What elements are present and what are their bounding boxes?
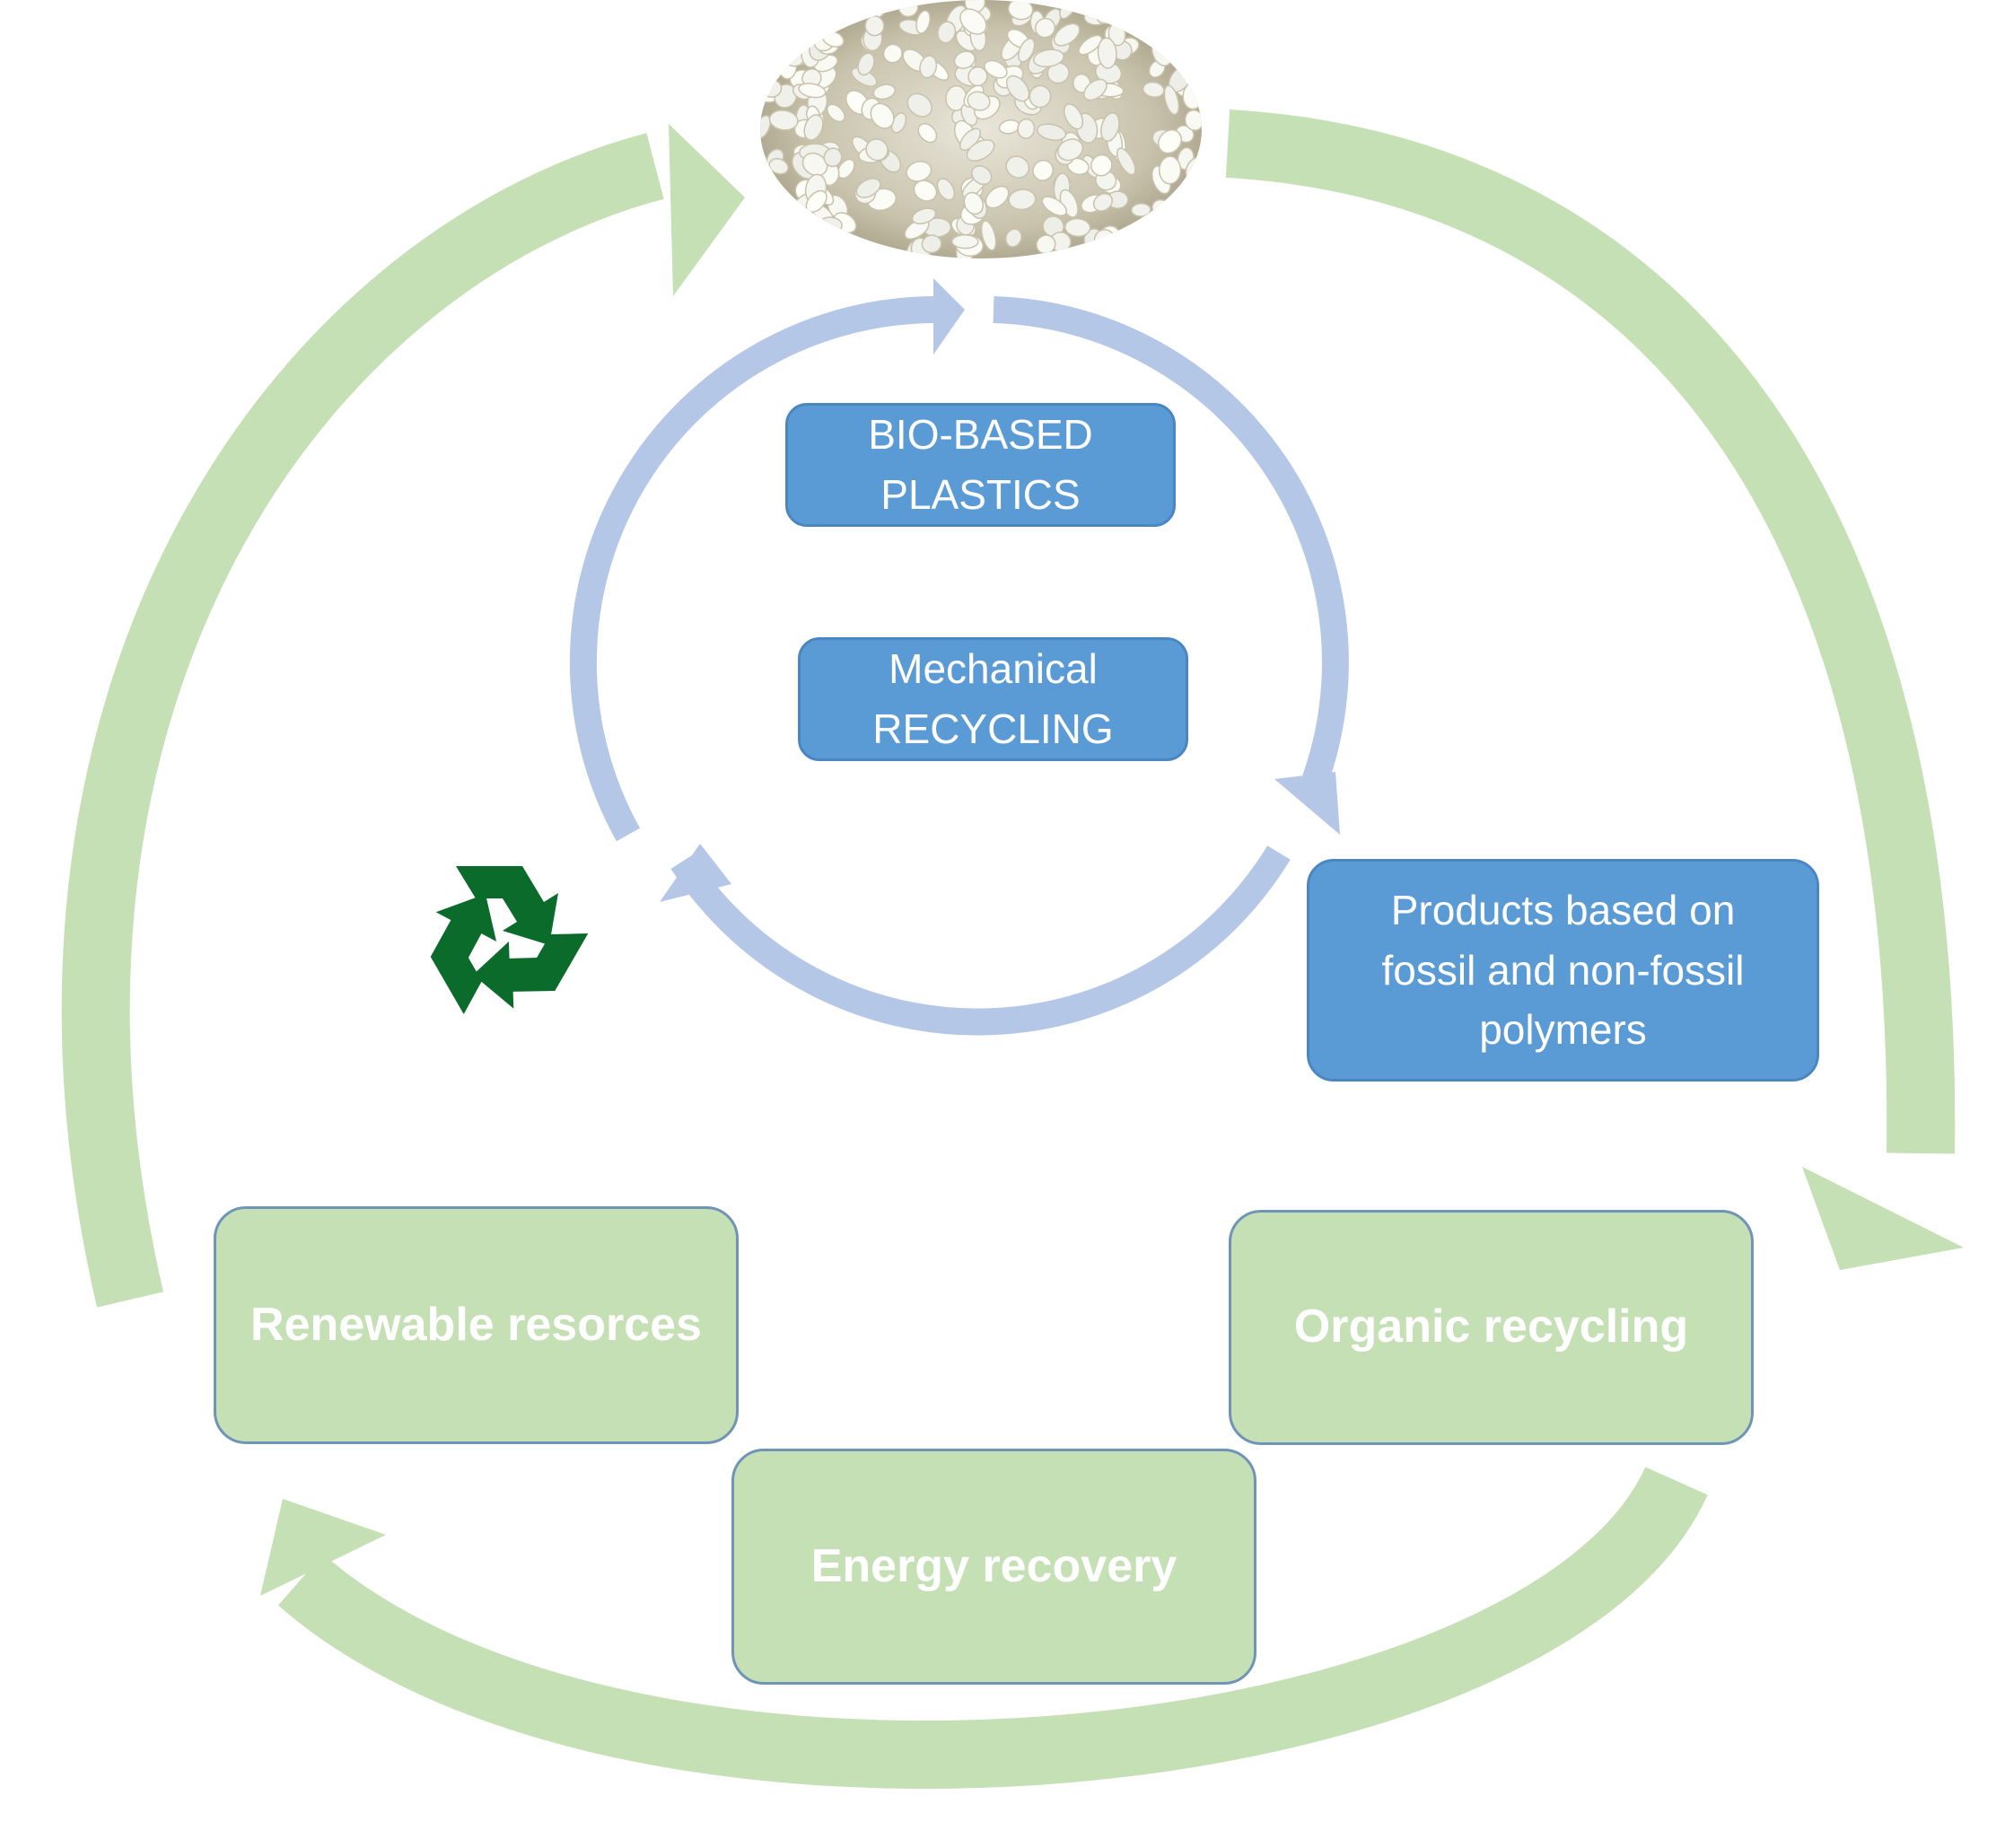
inner-arrow-left [569, 296, 934, 842]
inner-cycle [569, 278, 1349, 1036]
renewable-resources-label: Renewable resorces [250, 1298, 702, 1351]
plastic-pellets-image [760, 0, 1202, 258]
outer-arrowhead-top [669, 124, 745, 296]
energy-recovery-label: Energy recovery [810, 1539, 1178, 1592]
outer-arrowhead-right [1802, 1167, 1964, 1270]
mechanical-recycling-label: Mechanical RECYCLING [872, 645, 1114, 752]
inner-arrowhead-right [1274, 772, 1340, 835]
bio-based-plastics-label: BIO-BASED PLASTICS [868, 411, 1093, 518]
mechanical-recycling-box: Mechanical RECYCLING [798, 637, 1188, 761]
outer-cycle [61, 109, 1964, 1789]
products-label: Products based on fossil and non-fossil … [1381, 886, 1745, 1054]
bio-based-plastics-box: BIO-BASED PLASTICS [785, 403, 1176, 527]
outer-arrowhead-bottom-left [260, 1499, 386, 1596]
recycle-symbol-icon [430, 866, 589, 1015]
organic-recycling-label: Organic recycling [1293, 1301, 1689, 1353]
outer-arrow-top-right [1225, 109, 1956, 1154]
inner-arrow-right [993, 296, 1349, 786]
energy-recovery-box: Energy recovery [731, 1449, 1256, 1685]
outer-arrow-left [61, 133, 664, 1308]
inner-arrow-bottom [670, 845, 1291, 1036]
organic-recycling-box: Organic recycling [1229, 1210, 1754, 1445]
inner-arrowhead-bottom-left [660, 844, 731, 902]
inner-arrowhead-top [933, 278, 965, 355]
renewable-resources-box: Renewable resorces [214, 1206, 739, 1444]
outer-arrow-bottom [277, 1466, 1708, 1789]
products-box: Products based on fossil and non-fossil … [1307, 859, 1819, 1082]
